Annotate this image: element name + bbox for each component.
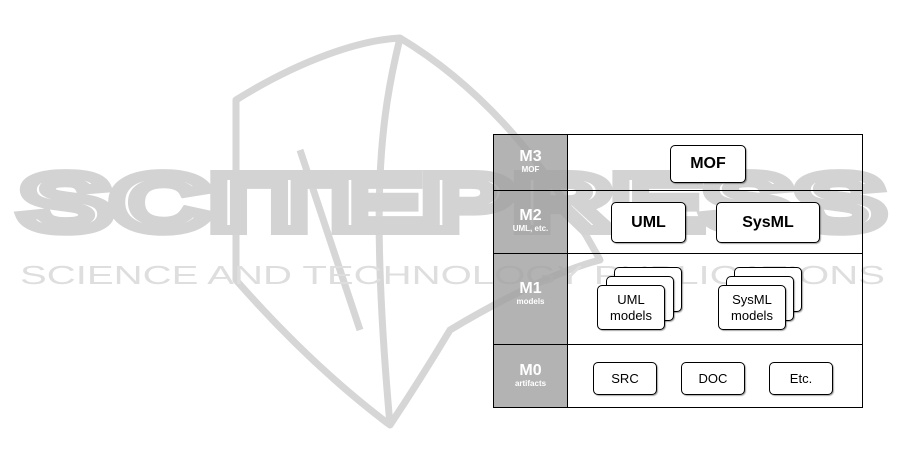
level-label-m0: M0 artifacts xyxy=(494,345,568,407)
sysml-box: SysML xyxy=(716,202,820,243)
level-row-m0: M0 artifacts SRC DOC Etc. xyxy=(494,345,862,407)
uml-models-line1: UML xyxy=(617,292,644,308)
level-label-m3: M3 MOF xyxy=(494,135,568,190)
level-name: models xyxy=(494,297,567,307)
level-name: UML, etc. xyxy=(494,224,567,234)
level-name: MOF xyxy=(494,165,567,175)
doc-box: DOC xyxy=(681,362,745,395)
level-row-m2: M2 UML, etc. UML SysML xyxy=(494,191,862,254)
uml-models-line2: models xyxy=(610,308,652,324)
metamodel-hierarchy-diagram: M3 MOF MOF M2 UML, etc. UML SysML M1 mod… xyxy=(493,134,863,408)
sysml-models-line2: models xyxy=(731,308,773,324)
mof-box: MOF xyxy=(670,145,746,183)
level-row-m3: M3 MOF MOF xyxy=(494,135,862,191)
level-code: M3 xyxy=(494,149,567,165)
level-code: M0 xyxy=(494,363,567,379)
src-box: SRC xyxy=(593,362,657,395)
sysml-models-box: SysML models xyxy=(718,285,786,330)
uml-box: UML xyxy=(611,202,686,243)
uml-models-box: UML models xyxy=(597,285,665,330)
level-name: artifacts xyxy=(494,379,567,389)
level-label-m1: M1 models xyxy=(494,254,568,344)
level-row-m1: M1 models UML models SysML models xyxy=(494,254,862,345)
level-code: M1 xyxy=(494,281,567,297)
level-code: M2 xyxy=(494,208,567,224)
etc-box: Etc. xyxy=(769,362,833,395)
sysml-models-line1: SysML xyxy=(732,292,772,308)
level-label-m2: M2 UML, etc. xyxy=(494,191,568,253)
